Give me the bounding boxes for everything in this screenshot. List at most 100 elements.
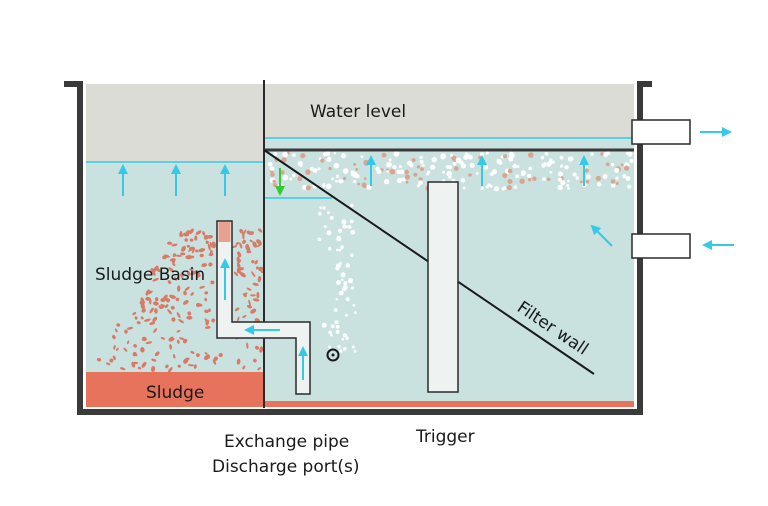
bubble: [419, 159, 424, 164]
sludge-particle: [183, 290, 187, 295]
sludge-particle: [195, 353, 200, 358]
bubble: [526, 173, 532, 179]
sludge-particle: [119, 367, 126, 371]
sludge-particle: [151, 358, 157, 362]
sludge-particle: [257, 228, 263, 233]
sludge-particle: [185, 254, 193, 260]
bubble: [462, 186, 466, 190]
bubble: [482, 164, 489, 170]
sludge-particle: [207, 243, 211, 251]
bubble: [341, 153, 347, 159]
sludge-particle: [176, 339, 180, 344]
bubble: [446, 171, 453, 177]
sludge-particle: [198, 248, 206, 253]
sludge-particle: [140, 297, 145, 302]
sludge-particle: [204, 326, 211, 329]
bubble: [615, 182, 619, 185]
sludge-particle: [194, 235, 198, 241]
sludge-particle: [180, 252, 186, 256]
bubble: [557, 184, 563, 191]
bubble: [427, 170, 431, 174]
bubble: [503, 154, 507, 159]
bubble: [340, 272, 346, 278]
sludge-particle: [234, 307, 240, 312]
bubble: [350, 253, 354, 257]
bubble: [624, 165, 630, 171]
bubble: [323, 225, 327, 229]
bubble: [602, 174, 608, 179]
sludge-particle: [167, 308, 172, 315]
bubble: [350, 172, 354, 176]
bubble: [507, 168, 513, 174]
bubble: [629, 158, 634, 163]
sludge-particle: [179, 337, 185, 340]
bubble: [440, 154, 446, 160]
sludge-particle: [202, 231, 206, 236]
bubble: [493, 186, 500, 192]
bubble: [347, 225, 352, 229]
sludge-particle: [256, 243, 263, 248]
sludge-particle: [145, 289, 150, 296]
bubble: [519, 178, 525, 184]
sludge-particle: [164, 304, 169, 309]
bubble: [339, 349, 343, 353]
bubble: [626, 151, 630, 155]
sludge-particle: [167, 366, 173, 373]
bubble: [625, 176, 631, 181]
bubble: [546, 177, 551, 181]
sludge-particle: [256, 239, 262, 245]
sludge-particle: [204, 291, 209, 295]
bubble: [352, 303, 356, 307]
sludge-particle: [213, 356, 218, 361]
bubble: [507, 179, 513, 184]
sludge-particle: [246, 246, 251, 252]
bubble: [566, 179, 570, 183]
sludge-particle: [208, 252, 214, 257]
bubble: [350, 229, 356, 235]
sludge-particle: [184, 286, 190, 291]
sludge-particle: [237, 251, 242, 258]
bubble: [532, 176, 537, 182]
sludge-particle: [175, 297, 180, 302]
bubble: [357, 182, 360, 186]
sludge-particle: [140, 347, 145, 353]
bubble: [614, 167, 620, 173]
bubble: [363, 177, 367, 181]
sludge-particle: [211, 318, 216, 323]
bubble: [329, 215, 334, 220]
inlet-nozzle: [631, 233, 691, 259]
sludge-particle: [255, 345, 259, 350]
bubble: [549, 170, 553, 174]
sludge-particle: [171, 258, 176, 264]
sludge-particle: [206, 354, 211, 359]
bubble: [328, 330, 332, 334]
bubble: [451, 155, 457, 161]
bubble: [321, 322, 327, 328]
bubble: [343, 176, 347, 181]
bubble: [389, 168, 396, 175]
bubble: [317, 211, 322, 216]
bubble: [430, 164, 436, 170]
bubble: [512, 163, 517, 169]
bubble: [564, 165, 569, 170]
sludge-particle: [168, 337, 175, 342]
bubble: [312, 168, 318, 173]
bubble: [341, 219, 347, 225]
bubble: [404, 169, 410, 175]
bubble: [344, 313, 348, 317]
bubble: [448, 175, 452, 179]
sludge-particle: [186, 315, 193, 320]
sludge-particle: [169, 294, 176, 299]
sludge-particle: [114, 328, 118, 333]
sludge-particle: [259, 346, 264, 353]
bubble: [528, 166, 532, 171]
bubble: [324, 151, 331, 157]
sludge-particle: [248, 299, 251, 307]
sludge-particle: [204, 309, 209, 314]
bubble: [317, 237, 322, 242]
bubble: [342, 168, 349, 174]
sludge-layer: [86, 372, 264, 407]
bubble: [366, 184, 372, 190]
bubble: [578, 161, 582, 165]
bubble: [269, 166, 275, 171]
